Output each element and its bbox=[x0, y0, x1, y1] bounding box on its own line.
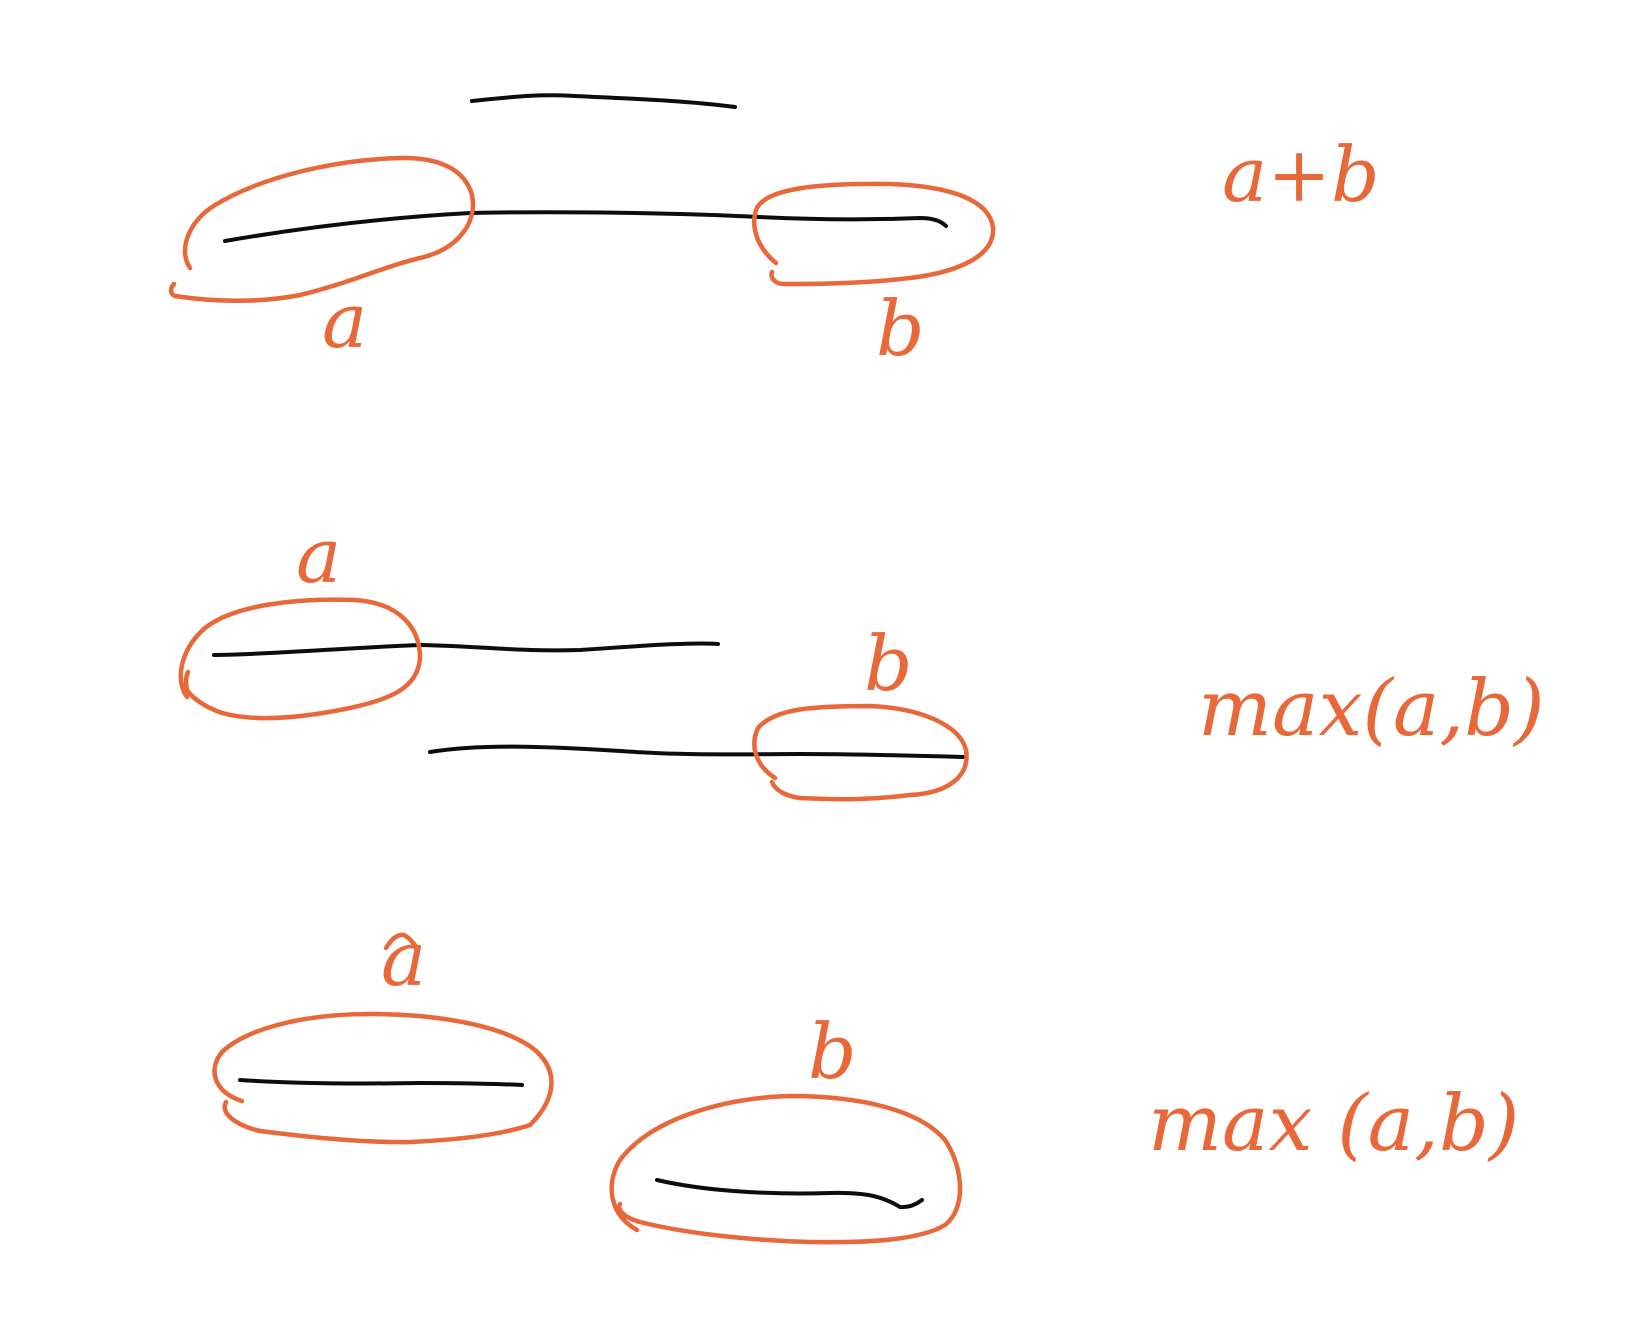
label-b: b bbox=[808, 1007, 857, 1096]
circle-b bbox=[752, 181, 996, 287]
case-overlap: a b max(a,b) bbox=[178, 511, 1545, 802]
label-a: a bbox=[296, 511, 341, 600]
long-segment bbox=[223, 210, 948, 243]
upper-segment bbox=[212, 641, 720, 657]
circle-a bbox=[178, 597, 423, 721]
case-sum: a b a+b bbox=[168, 93, 1380, 373]
formula-sum: a+b bbox=[1222, 130, 1380, 219]
case-disjoint: a b max (a,b) bbox=[212, 914, 1519, 1245]
label-a: a bbox=[381, 914, 426, 1003]
circle-b bbox=[609, 1093, 963, 1245]
circle-a bbox=[212, 1011, 554, 1145]
hat-mark bbox=[383, 932, 421, 953]
circle-a bbox=[168, 155, 476, 303]
lower-segment bbox=[428, 744, 967, 759]
top-segment bbox=[470, 93, 737, 109]
circle-b bbox=[752, 703, 969, 802]
formula-overlap: max(a,b) bbox=[1198, 664, 1545, 754]
label-b: b bbox=[864, 619, 913, 708]
segment-b bbox=[655, 1178, 924, 1210]
label-a: a bbox=[322, 276, 367, 365]
segment-a bbox=[238, 1078, 524, 1087]
label-b: b bbox=[876, 284, 925, 373]
formula-disjoint: max (a,b) bbox=[1148, 1079, 1519, 1169]
